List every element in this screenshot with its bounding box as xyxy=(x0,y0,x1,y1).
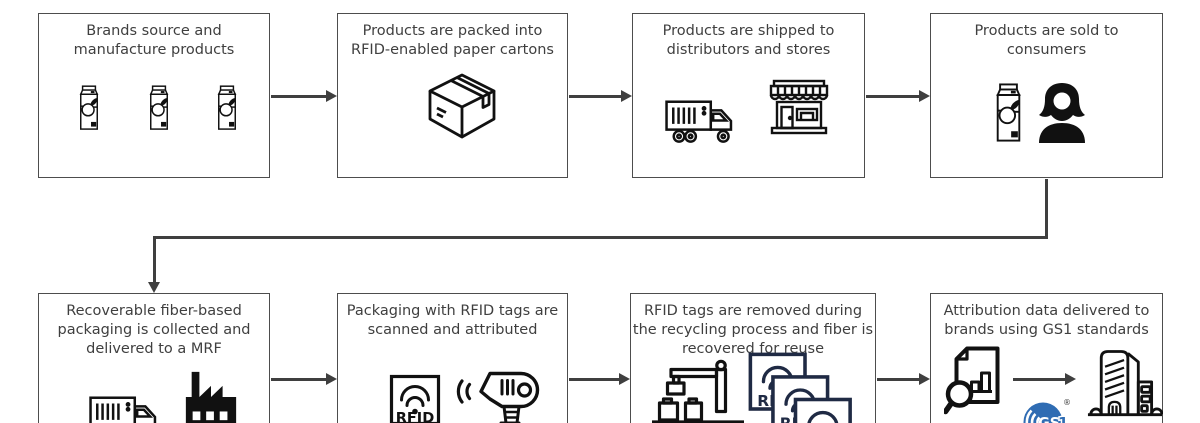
flow-arrow-5-6 xyxy=(271,378,326,381)
sorting-machine-icon xyxy=(652,358,744,423)
step-label: Products are shipped to distributors and… xyxy=(662,23,835,58)
return-connector-drop xyxy=(153,236,156,283)
storefront-icon xyxy=(767,77,831,143)
juice-carton-icon xyxy=(148,85,170,131)
juice-carton-icon xyxy=(216,85,238,131)
svg-text:1: 1 xyxy=(1058,414,1068,423)
arrow-right-icon xyxy=(1013,378,1065,381)
rfid-tag-stack-icon: RFID RFID RFID xyxy=(748,352,852,423)
svg-text:GS: GS xyxy=(1038,416,1060,423)
flow-arrow-2-3 xyxy=(569,95,621,98)
return-connector-arrowhead xyxy=(148,282,160,293)
juice-carton-icon xyxy=(994,83,1023,143)
consumer-person-icon xyxy=(1033,81,1091,143)
juice-carton-icon xyxy=(78,85,100,131)
step-label: Recoverable fiber-based packaging is col… xyxy=(57,303,251,357)
flow-step-5: Recoverable fiber-based packaging is col… xyxy=(38,293,270,423)
gs1-logo: GS 1 ® xyxy=(1023,398,1071,423)
step-label: Packaging with RFID tags are scanned and… xyxy=(346,303,559,338)
flow-step-6: Packaging with RFID tags are scanned and… xyxy=(337,293,568,423)
step-label: Attribution data delivered to brands usi… xyxy=(943,303,1150,338)
flow-step-4: Products are sold to consumers xyxy=(930,13,1163,178)
rfid-scanner-icon xyxy=(455,367,547,423)
rfid-tag-icon: RFID xyxy=(389,374,441,423)
delivery-truck-icon xyxy=(663,95,747,145)
flow-arrow-6-7 xyxy=(569,378,619,381)
return-connector-across xyxy=(153,236,1048,239)
flow-step-7: RFID tags are removed during the recycli… xyxy=(630,293,876,423)
flow-step-3: Products are shipped to distributors and… xyxy=(632,13,865,178)
flow-arrow-1-2 xyxy=(271,95,326,98)
svg-text:®: ® xyxy=(1063,398,1071,407)
flow-step-8: Attribution data delivered to brands usi… xyxy=(930,293,1163,423)
svg-text:RFID: RFID xyxy=(396,411,435,423)
shipping-box-icon xyxy=(424,71,500,141)
flow-arrow-7-8 xyxy=(877,378,919,381)
attribution-report-icon xyxy=(944,345,1008,417)
step-label: Products are packed into RFID-enabled pa… xyxy=(351,23,554,58)
step-label: Brands source and manufacture products xyxy=(73,23,235,58)
flow-step-2: Products are packed into RFID-enabled pa… xyxy=(337,13,568,178)
step-label: Products are sold to consumers xyxy=(974,23,1119,58)
mrf-factory-icon xyxy=(177,367,245,423)
brand-building-icon xyxy=(1087,343,1163,417)
delivery-truck-icon xyxy=(87,391,171,423)
return-connector-down xyxy=(1045,179,1048,238)
flow-step-1: Brands source and manufacture products xyxy=(38,13,270,178)
flow-arrow-3-4 xyxy=(866,95,919,98)
step-label: RFID tags are removed during the recycli… xyxy=(632,303,874,357)
